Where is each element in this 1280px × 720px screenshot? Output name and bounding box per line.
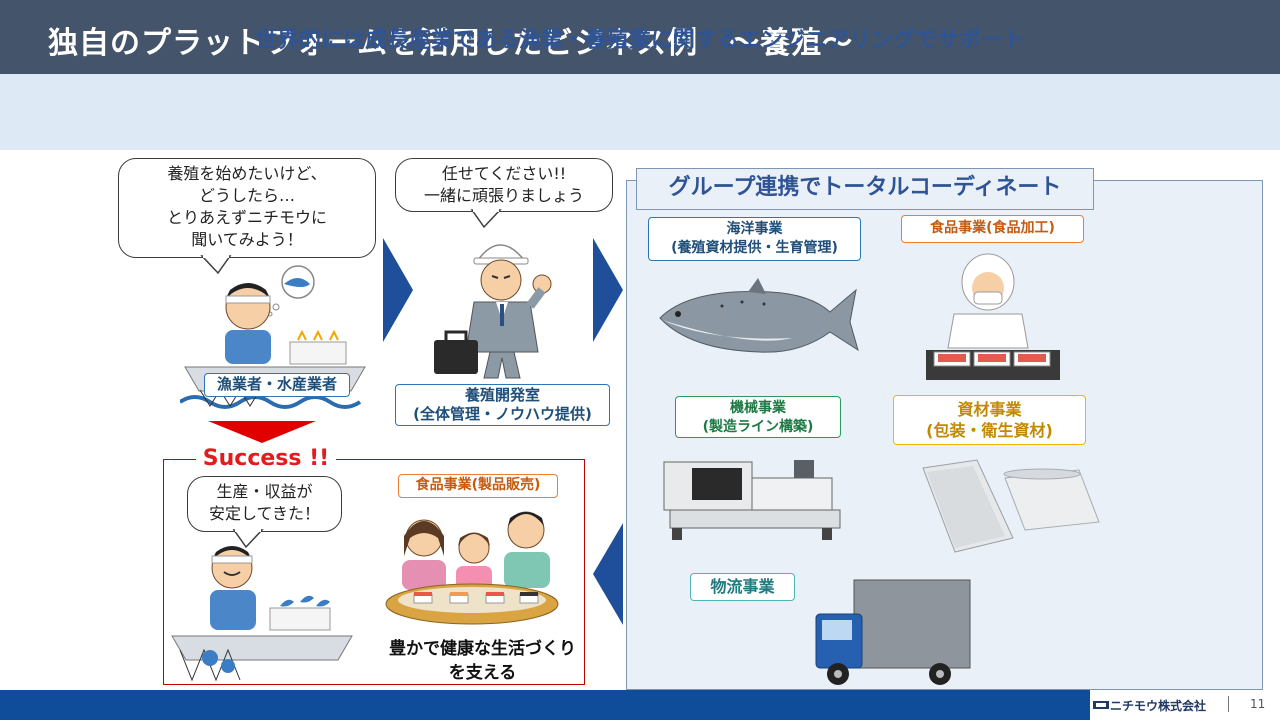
bubble-line: 一緒に頑張りましょう xyxy=(423,186,584,205)
page-number: 11 xyxy=(1250,697,1266,711)
right-arrow xyxy=(383,238,413,342)
machine-illustration xyxy=(663,460,841,540)
bubble-tail xyxy=(232,529,264,549)
bubble-line: 安定してきた！ xyxy=(208,504,321,523)
caption-line: を支える xyxy=(448,663,517,683)
salmon-illustration xyxy=(659,278,859,353)
bubble-line: 聞いてみよう！ xyxy=(191,230,303,249)
marine-business-label: 海洋事業 (養殖資材提供・生育管理) xyxy=(648,217,861,261)
marine-business-desc: (養殖資材提供・生育管理) xyxy=(671,240,838,256)
materials-business-name: 資材事業 xyxy=(957,400,1022,419)
down-arrow xyxy=(208,421,316,443)
truck-illustration xyxy=(815,579,971,685)
fisher-speech-bubble: 養殖を始めたいけど、 どうしたら… とりあえずニチモウに 聞いてみよう！ xyxy=(118,158,376,258)
success-label: Success !! xyxy=(196,446,336,471)
caption-line: 豊かで健康な生活づくり xyxy=(389,639,576,659)
group-title: グループ連携でトータルコーディネート xyxy=(636,168,1094,210)
title-bar xyxy=(0,0,1280,74)
food-worker-illustration xyxy=(926,253,1060,380)
dev-office-role: (全体管理・ノウハウ提供) xyxy=(413,405,592,423)
bubble-line: とりあえずニチモウに xyxy=(166,208,327,227)
footer-divider xyxy=(1228,696,1229,712)
company-logo-icon xyxy=(1093,701,1109,709)
bubble-line: 生産・収益が xyxy=(216,482,313,501)
subtitle-band xyxy=(0,74,1280,150)
materials-business-label: 資材事業 (包装・衛生資材) xyxy=(893,395,1086,445)
dev-speech-bubble: 任せてください!! 一緒に頑張りましょう xyxy=(395,158,613,212)
company-name: ニチモウ株式会社 xyxy=(1110,699,1207,713)
page-title: 独自のプラットフォームを活用したビジネス例 ～養殖～ xyxy=(48,26,854,61)
bubble-line: 任せてください!! xyxy=(441,164,567,183)
footer-bar xyxy=(0,690,1280,720)
family-sushi-illustration xyxy=(385,511,559,625)
engineer-illustration xyxy=(434,244,552,379)
machinery-business-name: 機械事業 xyxy=(730,400,786,416)
dev-office-label: 養殖開発室 (全体管理・ノウハウ提供) xyxy=(395,384,610,426)
bubble-line: どうしたら… xyxy=(198,186,295,205)
page-subtitle: 世界的には成長産業である漁業・養殖業に関するエンジニアリングでサポート xyxy=(255,28,1025,53)
dev-office-name: 養殖開発室 xyxy=(464,386,540,404)
machinery-business-label: 機械事業 (製造ライン構築) xyxy=(675,396,841,438)
left-arrow xyxy=(593,523,623,625)
happy-fisher-illustration xyxy=(171,546,353,682)
sushi-caption: 豊かで健康な生活づくり を支える xyxy=(375,637,590,685)
logistics-business-label: 物流事業 xyxy=(690,573,795,601)
materials-business-desc: (包装・衛生資材) xyxy=(926,421,1053,440)
bubble-tail xyxy=(470,209,502,229)
food-sales-label: 食品事業(製品販売) xyxy=(398,474,558,498)
machinery-business-desc: (製造ライン構築) xyxy=(702,419,814,435)
success-speech-bubble: 生産・収益が 安定してきた！ xyxy=(187,476,342,532)
right-arrow xyxy=(593,238,623,342)
marine-business-name: 海洋事業 xyxy=(726,221,783,237)
food-processing-label: 食品事業(食品加工) xyxy=(901,215,1084,243)
footer-logo-area xyxy=(1090,690,1280,720)
bubble-tail xyxy=(200,255,232,275)
fisher-label: 漁業者・水産業者 xyxy=(204,373,350,397)
packaging-film-illustration xyxy=(922,459,1100,553)
bubble-line: 養殖を始めたいけど、 xyxy=(167,164,327,183)
